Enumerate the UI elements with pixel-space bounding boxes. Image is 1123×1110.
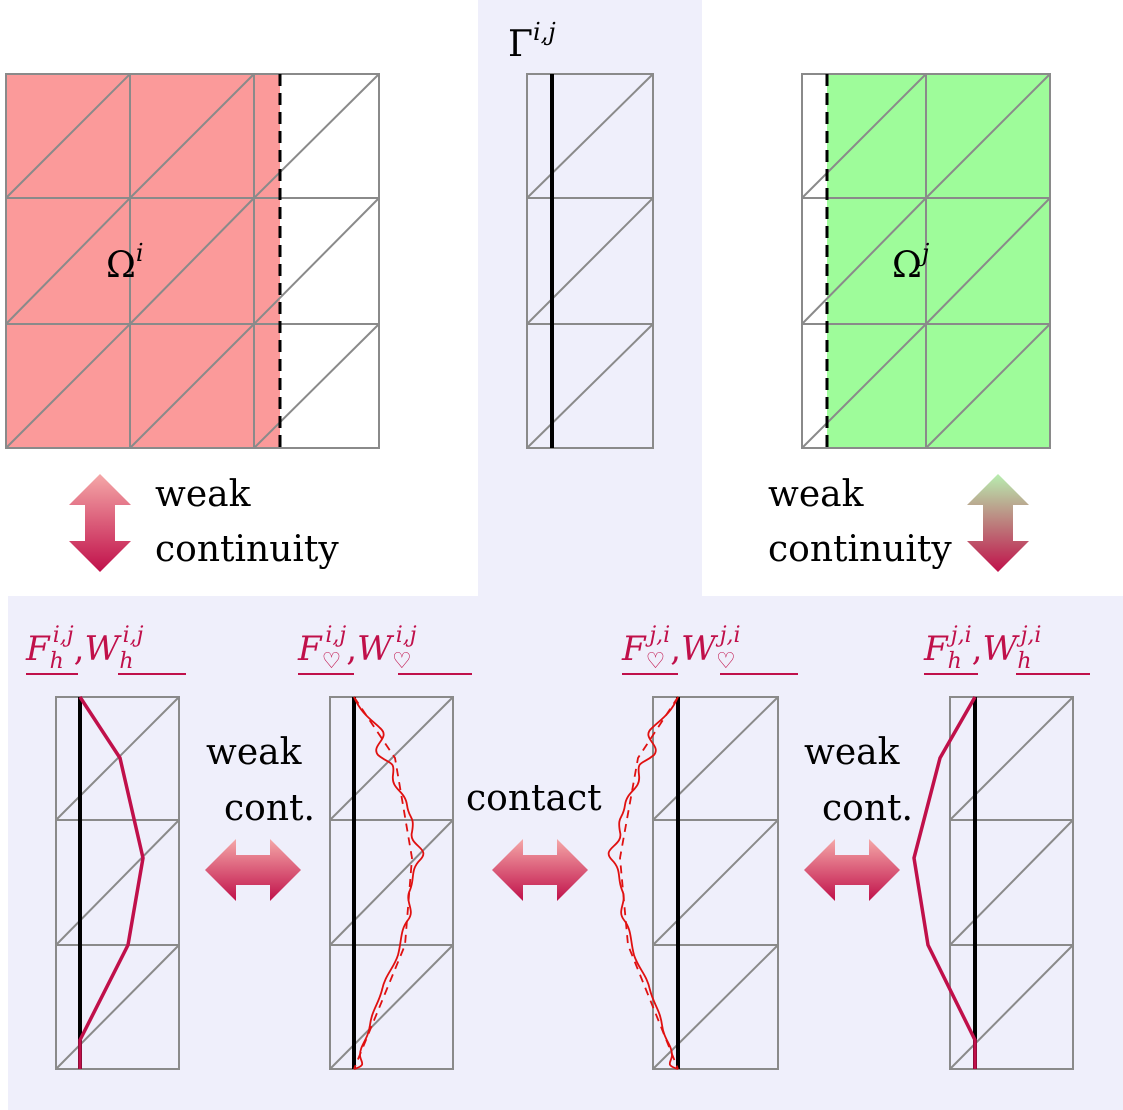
weak-cont-a-line1: weak xyxy=(206,732,303,773)
title-strip-1: Fhi,j,Whi,j xyxy=(25,623,144,674)
subdomain-omega-j: Ωj xyxy=(801,73,1051,449)
omega-i-label: Ωi xyxy=(106,239,144,286)
weak-cont-a: weak cont. xyxy=(205,732,315,901)
weak-right-line2: continuity xyxy=(768,529,952,570)
double-arrow-horizontal-icon xyxy=(804,839,900,901)
double-arrow-horizontal-icon xyxy=(492,839,588,901)
double-arrow-horizontal-icon xyxy=(205,839,301,901)
contact-label: contact xyxy=(466,778,602,819)
double-arrow-vertical-icon xyxy=(69,474,131,572)
weak-cont-b: weak cont. xyxy=(804,732,913,901)
strip-2-trace xyxy=(353,696,425,1070)
weak-left-line2: continuity xyxy=(155,529,339,570)
strip-2 xyxy=(329,696,454,1070)
strip-1-trace xyxy=(78,696,145,1069)
omega-j-label: Ωj xyxy=(892,239,930,286)
title-strip-4: Fhj,i,Whj,i xyxy=(923,623,1041,674)
weak-cont-a-line2: cont. xyxy=(224,788,315,829)
bottom-titles: Fhi,j,Whi,j F♡i,j,W♡i,j F♡j,i,W♡j,i Fhj,… xyxy=(25,623,1090,675)
strip-3 xyxy=(607,696,779,1070)
interface-panel xyxy=(478,0,702,600)
title-strip-2: F♡i,j,W♡i,j xyxy=(297,623,417,674)
title-strip-3: F♡j,i,W♡j,i xyxy=(621,623,741,674)
interface-gamma: Γi,j xyxy=(508,18,654,449)
strip-1 xyxy=(55,696,180,1070)
strip-4 xyxy=(912,696,1074,1070)
weak-continuity-left: weak continuity xyxy=(69,474,339,572)
contact-arrow: contact xyxy=(466,778,602,901)
weak-cont-b-line1: weak xyxy=(804,732,901,773)
subdomain-omega-i: Ωi xyxy=(5,73,380,449)
weak-left-line1: weak xyxy=(155,474,252,515)
weak-cont-b-line2: cont. xyxy=(822,788,913,829)
strip-3-trace xyxy=(607,696,679,1070)
double-arrow-vertical-icon xyxy=(967,474,1029,572)
weak-right-line1: weak xyxy=(768,474,865,515)
gamma-label: Γi,j xyxy=(508,18,556,65)
weak-continuity-right: weak continuity xyxy=(768,474,1029,572)
strip-4-trace xyxy=(912,696,977,1069)
